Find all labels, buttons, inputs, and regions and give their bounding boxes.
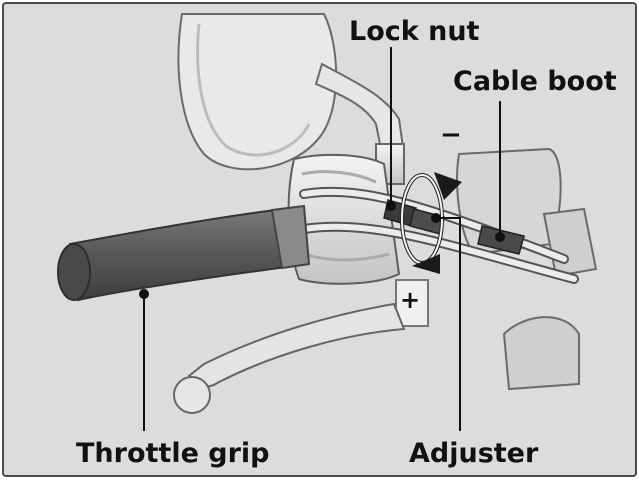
plus-sign: +	[400, 288, 420, 312]
label-cable-boot: Cable boot	[453, 68, 617, 95]
label-throttle-grip: Throttle grip	[76, 440, 270, 467]
brake-lever	[174, 304, 404, 413]
label-lock-nut: Lock nut	[349, 18, 479, 45]
label-adjuster: Adjuster	[409, 440, 538, 467]
minus-sign: −	[440, 122, 462, 148]
throttle-grip	[58, 206, 309, 300]
